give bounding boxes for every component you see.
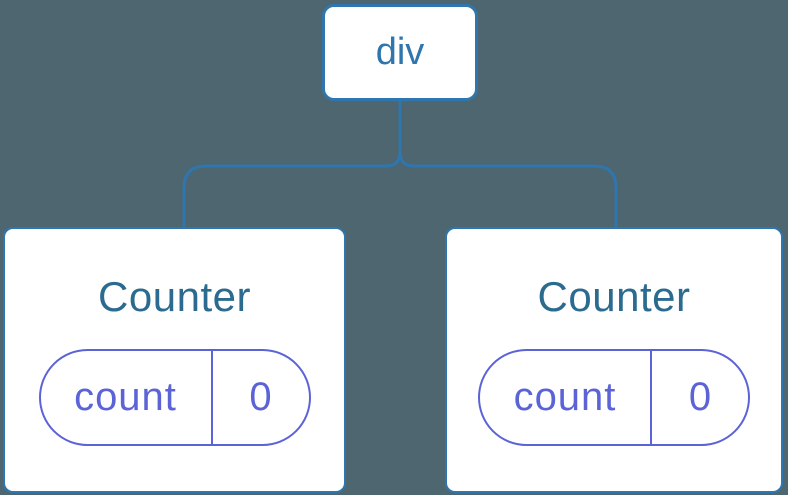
state-value: 0 (249, 375, 272, 419)
state-pill: count 0 (478, 349, 750, 446)
state-key-label: count (41, 351, 213, 444)
tree-node-counter-left: Counter count 0 (3, 227, 346, 493)
state-key-label: count (480, 351, 652, 444)
root-node-label: div (375, 31, 425, 73)
counter-node-title: Counter (98, 273, 251, 320)
counter-node-title: Counter (537, 273, 691, 320)
edge-root-to-right-child (398, 100, 618, 227)
tree-node-root: div (322, 4, 478, 101)
edge-root-to-left-child (182, 100, 402, 227)
state-pill: count 0 (38, 349, 311, 446)
state-value: 0 (688, 375, 712, 419)
tree-node-counter-right: Counter count 0 (445, 227, 783, 493)
